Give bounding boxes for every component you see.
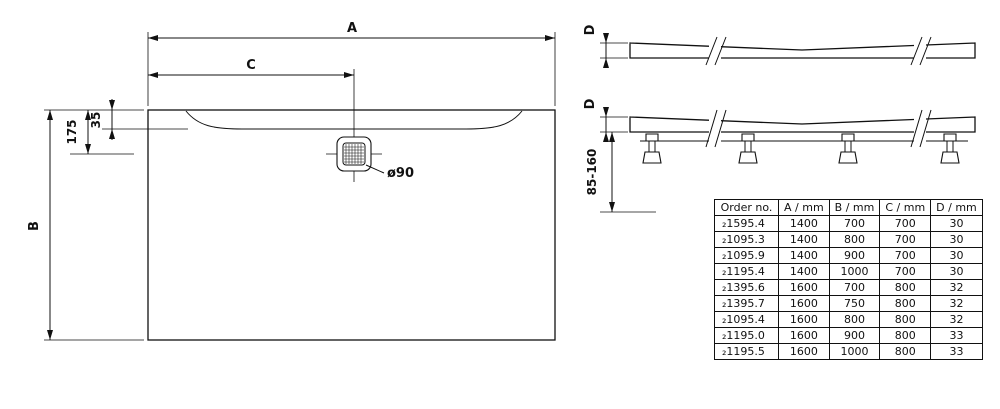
drain-grate-hatch xyxy=(344,144,364,164)
table-cell: 800 xyxy=(879,295,932,312)
table-cell: 1400 xyxy=(778,231,830,248)
table-cell: 1000 xyxy=(828,343,881,360)
table-cell: 900 xyxy=(828,247,881,264)
table-cell: 800 xyxy=(879,343,932,360)
table-cell: 750 xyxy=(828,295,881,312)
table-cell: 700 xyxy=(879,263,932,280)
table-cell: 1400 xyxy=(778,247,830,264)
table-cell: 800 xyxy=(879,311,932,328)
tray-rim-curve xyxy=(185,110,523,130)
break-lines-bottom xyxy=(705,109,932,148)
dimension-height-range-label: 85-160 xyxy=(585,149,599,196)
table-cell: 1400 xyxy=(778,263,830,280)
profile-top-outline xyxy=(629,42,976,59)
drain-leader-line xyxy=(365,164,385,174)
feet-stems xyxy=(648,141,954,152)
table-header-cell: Order no. xyxy=(714,199,779,216)
drain-outer xyxy=(336,136,372,172)
side-view-top: D xyxy=(583,24,976,68)
table-cell: 700 xyxy=(879,247,932,264)
table-cell: 700 xyxy=(828,215,881,232)
drain-grate xyxy=(342,142,366,166)
break-gaps-top xyxy=(709,39,926,63)
dimension-d-top-label: D xyxy=(583,24,598,35)
dimension-a-label: A xyxy=(347,21,357,36)
table-cell: ₂1095.3 xyxy=(714,231,779,248)
table-cell: ₂1195.0 xyxy=(714,327,779,344)
feet-bases xyxy=(642,151,960,164)
table-cell: 700 xyxy=(879,215,932,232)
table-cell: 800 xyxy=(828,231,881,248)
dimension-b-label: B xyxy=(27,221,42,231)
side-view-bottom: D 85-160 xyxy=(583,98,976,213)
table-cell: 1600 xyxy=(778,295,830,312)
table-cell: ₂1195.5 xyxy=(714,343,779,360)
table-cell: 800 xyxy=(828,311,881,328)
table-cell: 1600 xyxy=(778,279,830,296)
table-header-cell: A / mm xyxy=(778,199,830,216)
dimension-d-bottom-extensions xyxy=(600,116,628,133)
table-cell: 30 xyxy=(930,247,983,264)
profile-bottom-outline xyxy=(629,116,976,133)
table-cell: ₂1395.7 xyxy=(714,295,779,312)
table-cell: 1600 xyxy=(778,343,830,360)
table-cell: ₂1195.4 xyxy=(714,263,779,280)
dimension-175-label: 175 xyxy=(65,119,79,144)
table-cell: 800 xyxy=(879,327,932,344)
table-cell: ₂1395.6 xyxy=(714,279,779,296)
table-cell: 30 xyxy=(930,215,983,232)
dimension-c-label: C xyxy=(246,58,256,73)
table-cell: ₂1595.4 xyxy=(714,215,779,232)
table-cell: 32 xyxy=(930,279,983,296)
table-cell: 1400 xyxy=(778,215,830,232)
dimension-d-top-extensions xyxy=(600,42,628,59)
tray-outline xyxy=(147,109,556,341)
plan-extension-lines xyxy=(44,32,556,341)
table-cell: 1000 xyxy=(828,263,881,280)
table-cell: 32 xyxy=(930,295,983,312)
table-cell: 900 xyxy=(828,327,881,344)
dimension-35-label: 35 xyxy=(89,112,103,129)
table-cell: 33 xyxy=(930,327,983,344)
table-cell: 700 xyxy=(879,231,932,248)
table-cell: 700 xyxy=(828,279,881,296)
table-cell: 1600 xyxy=(778,311,830,328)
plan-view: ø90 A C B 175 35 xyxy=(27,21,556,341)
adjustable-feet xyxy=(642,133,960,164)
table-cell: 800 xyxy=(879,279,932,296)
feet-brackets xyxy=(645,133,957,142)
table-header-cell: D / mm xyxy=(930,199,983,216)
dimension-d-bottom-label: D xyxy=(583,98,598,109)
break-lines-top xyxy=(705,36,932,66)
table-cell: ₂1095.9 xyxy=(714,247,779,264)
table-cell: 32 xyxy=(930,311,983,328)
table-cell: 1600 xyxy=(778,327,830,344)
table-cell: 30 xyxy=(930,263,983,280)
table-header-cell: B / mm xyxy=(828,199,881,216)
drain xyxy=(336,136,385,174)
table-cell: ₂1095.4 xyxy=(714,311,779,328)
table-cell: 30 xyxy=(930,231,983,248)
table-cell: 33 xyxy=(930,343,983,360)
table-header-cell: C / mm xyxy=(879,199,932,216)
drain-diameter-label: ø90 xyxy=(387,166,414,181)
